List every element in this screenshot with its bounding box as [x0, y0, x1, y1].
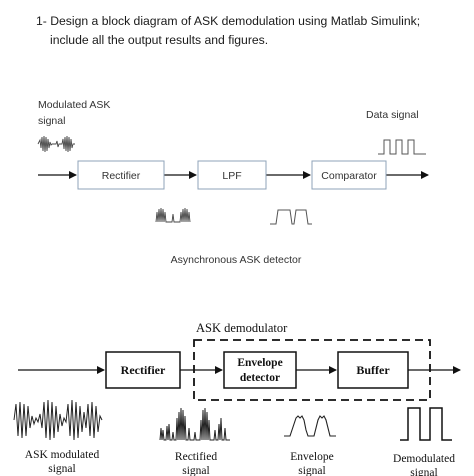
signal-label-rectified-line-1: Rectified: [175, 451, 217, 463]
input-label-line-2: signal: [38, 115, 65, 127]
data-signal-waveform-icon: [378, 139, 426, 155]
envelope-detector-label-line-2: detector: [240, 372, 280, 384]
envelope-waveform-icon: [270, 209, 312, 225]
signal-label-rectified-line-2: signal: [182, 465, 209, 476]
demodulated-signal-waveform-icon: [400, 407, 452, 441]
async-ask-detector-diagram: Modulated ASK signal Data signal Rectifi…: [37, 99, 429, 266]
buffer-block-label: Buffer: [356, 363, 390, 377]
envelope-detector-block: Envelope detector: [223, 351, 297, 389]
demodulator-group-title: ASK demodulator: [196, 321, 288, 335]
comparator-block-label: Comparator: [321, 170, 377, 182]
signal-label-envelope: Envelope signal: [290, 451, 333, 476]
lpf-block-label: LPF: [222, 170, 241, 182]
signal-label-envelope-line-1: Envelope: [290, 451, 333, 463]
signal-label-ask-modulated-line-1: ASK modulated: [25, 449, 100, 461]
buffer-block: Buffer: [337, 351, 409, 389]
signal-label-envelope-line-2: signal: [298, 465, 325, 476]
signal-label-rectified: Rectified signal: [175, 451, 217, 476]
diagram1-caption: Asynchronous ASK detector: [171, 254, 302, 266]
lpf-block: LPF: [197, 160, 267, 190]
output-label: Data signal: [366, 109, 419, 121]
input-label-line-1: Modulated ASK: [38, 99, 110, 111]
question-line-2: include all the output results and figur…: [50, 33, 269, 47]
signal-label-ask-modulated: ASK modulated signal: [25, 449, 100, 475]
envelope-detector-label-line-1: Envelope: [237, 357, 282, 369]
envelope-signal-waveform-icon: [284, 415, 336, 437]
signal-label-demodulated: Demodulated signal: [393, 453, 455, 476]
rectified-waveform-icon: [155, 207, 191, 223]
signal-label-demodulated-line-2: signal: [410, 467, 437, 476]
question-line-1: 1- Design a block diagram of ASK demodul…: [36, 14, 421, 28]
modulated-ask-waveform-icon: [37, 135, 75, 153]
signal-label-ask-modulated-line-2: signal: [48, 463, 75, 475]
rectifier-block: Rectifier: [77, 160, 165, 190]
ask-modulated-waveform-icon: [13, 399, 103, 441]
rectified-signal-waveform-icon: [159, 407, 230, 441]
rectifier-block-label: Rectifier: [102, 170, 141, 182]
signal-label-demodulated-line-1: Demodulated: [393, 453, 455, 465]
ask-demodulator-diagram: ASK demodulator Rectifier Envelope detec…: [13, 321, 461, 476]
comparator-block: Comparator: [311, 160, 387, 190]
question-text: 1- Design a block diagram of ASK demodul…: [36, 12, 466, 50]
rectifier-block-2: Rectifier: [105, 351, 181, 389]
rectifier-block-2-label: Rectifier: [121, 363, 166, 377]
